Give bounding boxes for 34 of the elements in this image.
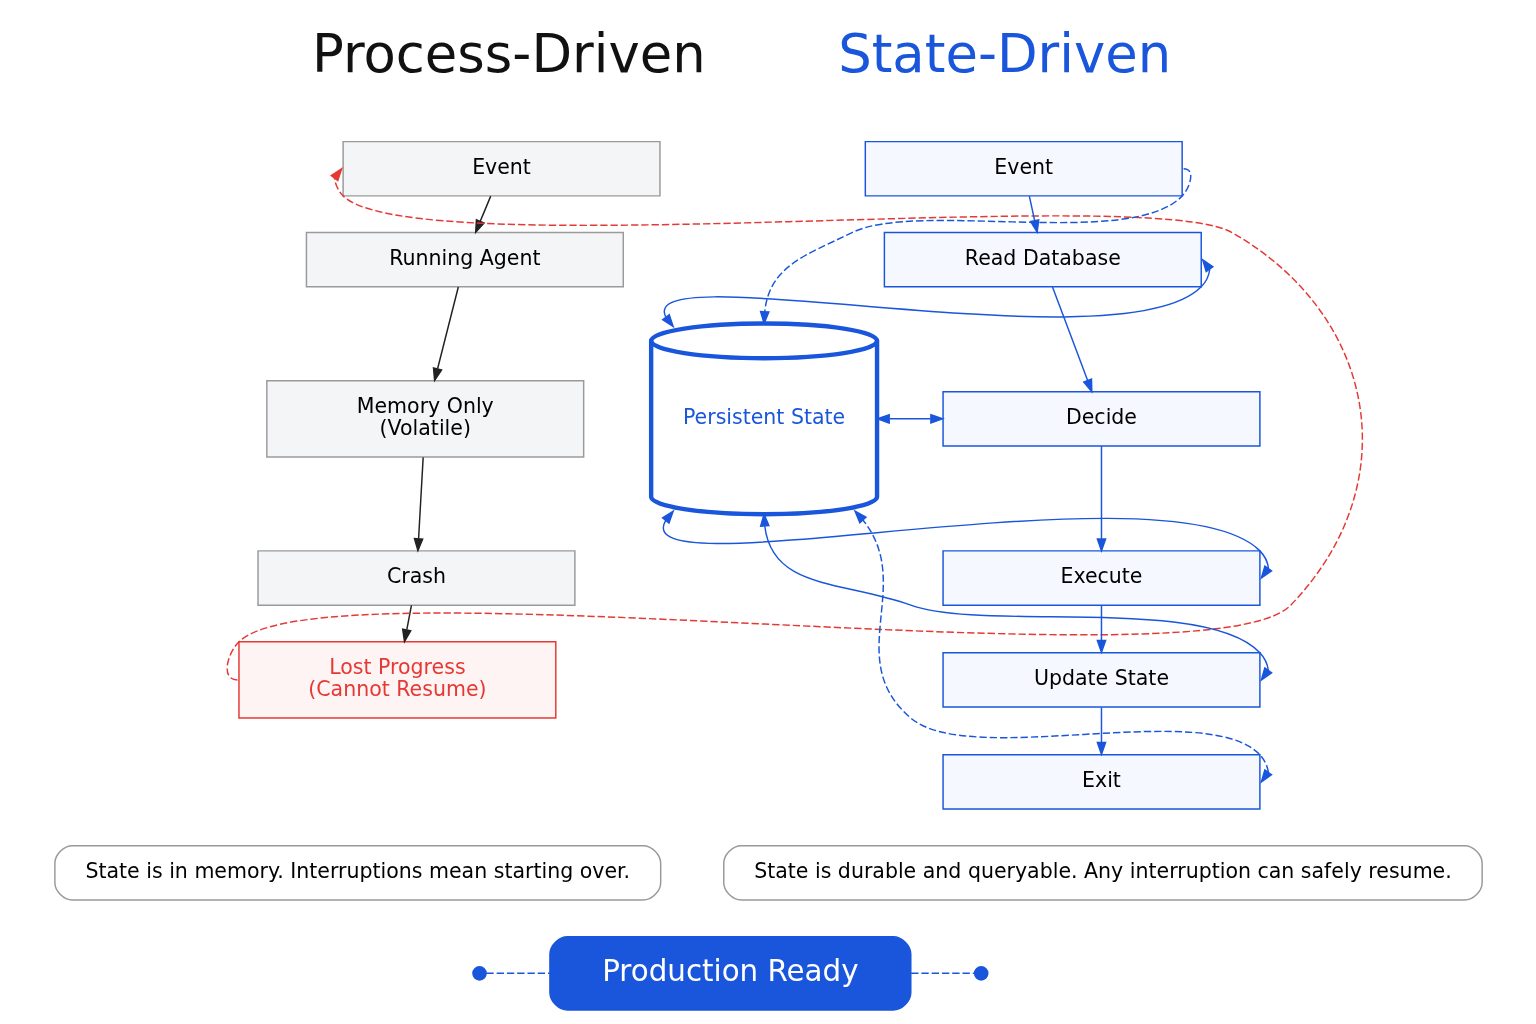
arrow (225, 167, 1363, 681)
connector (909, 972, 975, 975)
arrow (759, 168, 1191, 326)
connector (485, 972, 550, 975)
arrow (432, 286, 459, 383)
node-box: Exit (941, 754, 1261, 810)
arrow (759, 511, 1273, 682)
label: State-Driven (837, 23, 1171, 85)
arrow (1095, 445, 1107, 553)
arrow (412, 456, 424, 553)
node-box: Decide (941, 391, 1261, 447)
arrow (1051, 286, 1093, 394)
node-box: Memory Only (Volatile) (265, 380, 584, 458)
node-box: Event (341, 140, 661, 197)
arrow (1095, 706, 1107, 757)
node-box: Lost Progress (Cannot Resume) (237, 641, 557, 719)
node-circle (471, 966, 487, 981)
node-box: Event (864, 140, 1183, 197)
arrow (660, 257, 1214, 329)
node-box: Read Database (883, 231, 1202, 288)
node-circle (973, 966, 989, 981)
label: Process-Driven (311, 23, 706, 85)
arrow (1028, 195, 1040, 235)
node-box: State is in memory. Interruptions mean starting over. (53, 844, 661, 901)
node-box: Update State (941, 652, 1261, 708)
node-box: Production Ready (548, 935, 912, 1011)
node-box: Running Agent (305, 231, 624, 288)
arrow (1095, 604, 1107, 655)
node-box: State is durable and queryable. Any interruption can safely resume. (722, 844, 1483, 901)
node-box: Crash (256, 550, 576, 606)
node-box: Execute (941, 550, 1261, 606)
arrow (660, 509, 1273, 580)
arrow (401, 604, 412, 644)
arrow (853, 509, 1273, 784)
